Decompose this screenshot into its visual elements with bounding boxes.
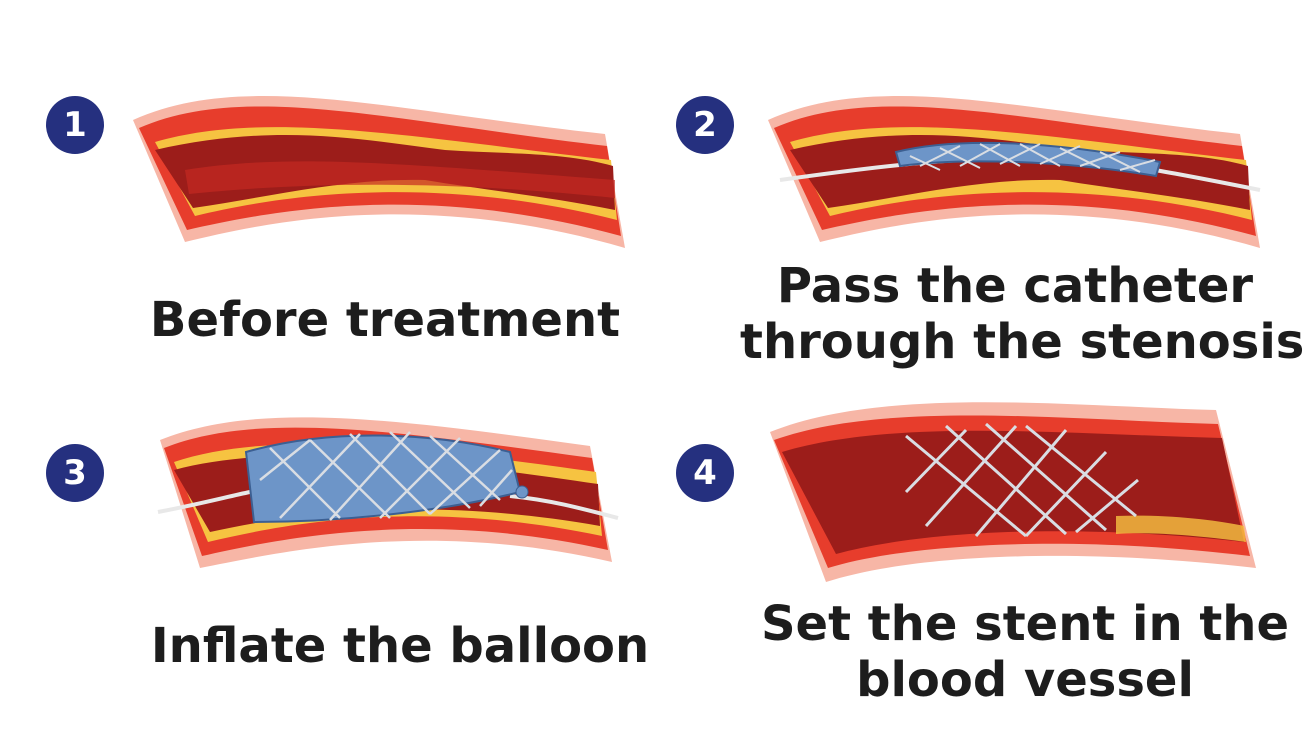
step-3-number: 3 <box>63 453 87 493</box>
step-1-badge: 1 <box>46 96 104 154</box>
catheter-in-artery-icon <box>768 96 1261 248</box>
step-2-badge: 2 <box>676 96 734 154</box>
inflated-balloon-in-artery-icon <box>157 417 619 568</box>
step-1-caption: Before treatment <box>100 292 670 348</box>
step-2-caption: Pass the catheter through the stenosis <box>740 258 1305 370</box>
artery-before-treatment-icon <box>133 96 625 248</box>
step-3-caption-line-1: Inflate the balloon <box>150 618 650 674</box>
step-4-caption-line-2: blood vessel <box>856 652 1194 708</box>
step-2-caption-line-1: Pass the catheter <box>776 258 1254 314</box>
step-3-badge: 3 <box>46 444 104 502</box>
step-4-caption-line-1: Set the stent in the <box>760 596 1290 652</box>
step-1-caption-line-1: Before treatment <box>149 292 621 348</box>
step-2-caption-line-2: through the stenosis <box>740 314 1305 370</box>
step-4-badge: 4 <box>676 444 734 502</box>
step-1-number: 1 <box>63 105 87 145</box>
step-4-number: 4 <box>693 453 717 493</box>
step-4-caption: Set the stent in the blood vessel <box>760 596 1290 708</box>
step-3-caption: Inflate the balloon <box>100 618 700 674</box>
stent-in-artery-icon <box>770 402 1256 582</box>
step-2-number: 2 <box>693 105 717 145</box>
